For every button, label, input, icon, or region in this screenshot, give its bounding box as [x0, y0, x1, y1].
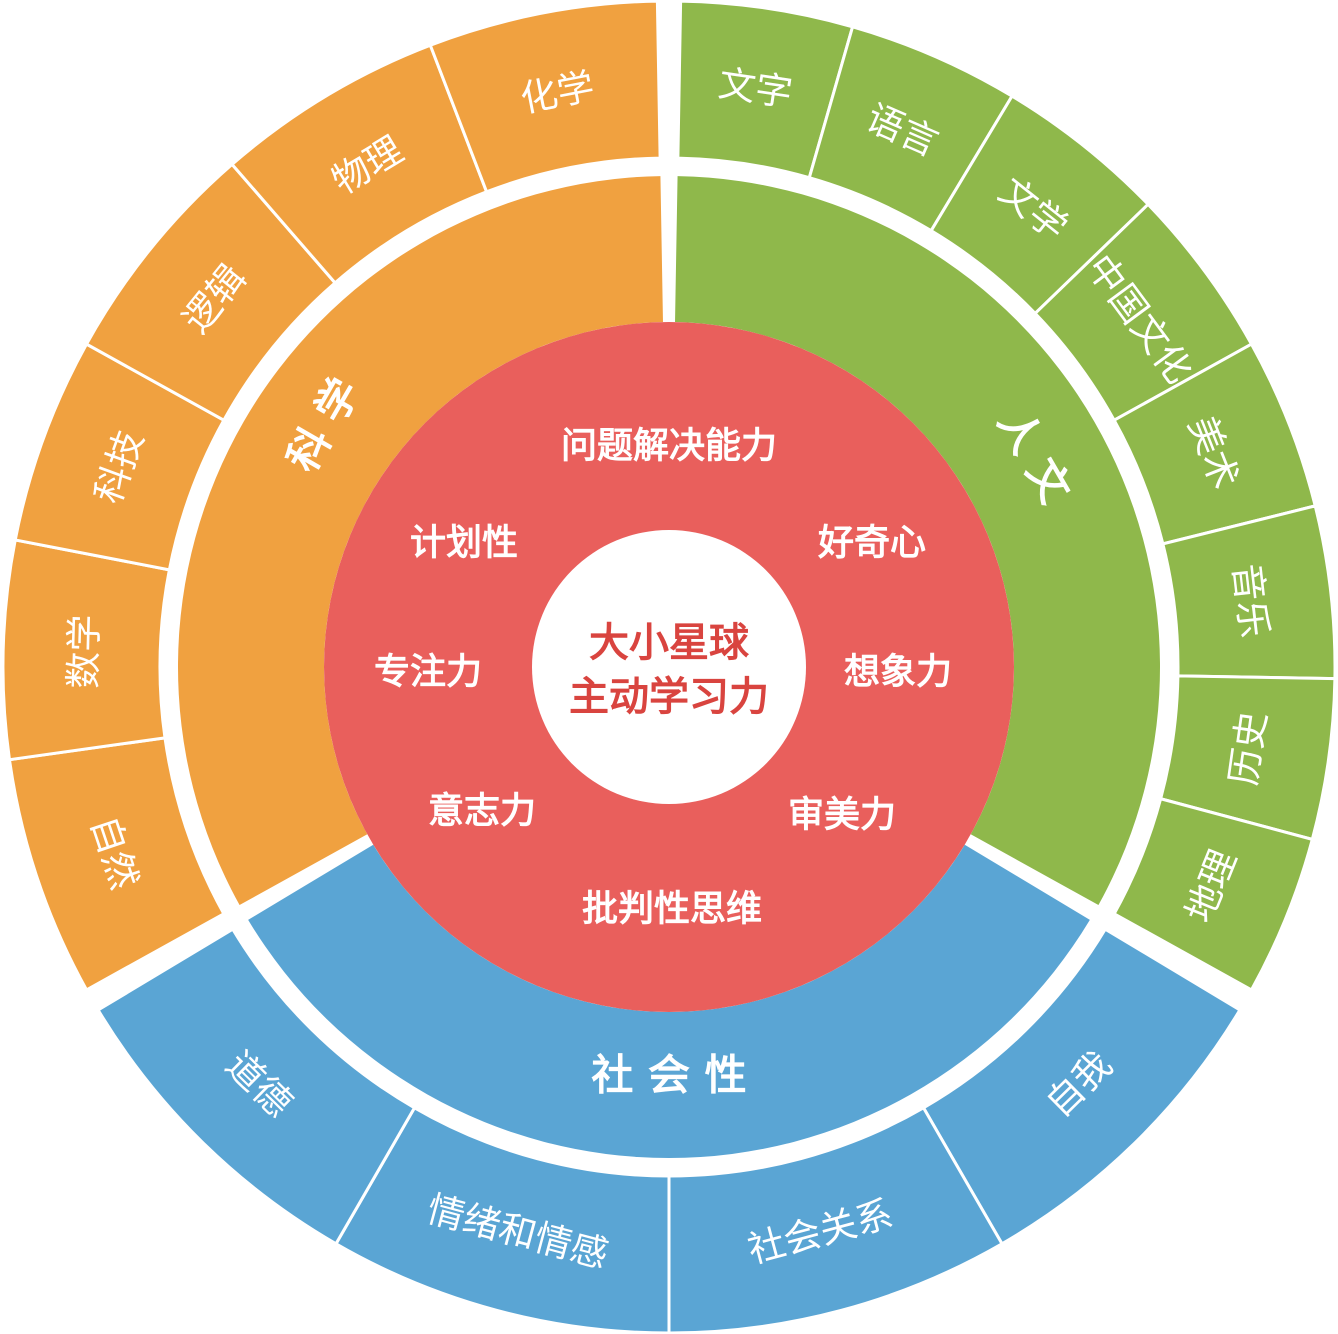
- center-hub: 大小星球 主动学习力: [532, 530, 806, 804]
- domain-sector-humanities: [675, 176, 1161, 906]
- subject-segment: [96, 927, 417, 1246]
- core-ability-label: 专注力: [374, 652, 482, 693]
- subject-label: 数学: [62, 614, 107, 689]
- domain-ring: 科 学人 文社 会 性: [177, 176, 1161, 1159]
- subject-label: 音乐: [1225, 562, 1276, 640]
- core-ability-label: 想象力: [844, 652, 952, 693]
- subject-segment: [1112, 796, 1315, 992]
- domain-sector-social: [248, 844, 1090, 1159]
- core-ability-label: 审美力: [788, 795, 896, 836]
- domain-sector-science: [177, 176, 663, 906]
- core-ability-label: 批判性思维: [582, 889, 762, 930]
- subject-label: 历史: [1222, 709, 1275, 788]
- core-ability-label: 意志力: [428, 791, 536, 832]
- center-circle: [532, 530, 806, 804]
- core-ability-label: 好奇心: [817, 523, 926, 564]
- subject-segment: [428, 0, 662, 194]
- center-title-line1: 大小星球: [589, 620, 750, 666]
- center-title-line2: 主动学习力: [569, 674, 769, 720]
- core-ability-label: 问题解决能力: [561, 426, 777, 467]
- domain-label-social: 社 会 性: [591, 1051, 746, 1100]
- core-ability-label: 计划性: [410, 523, 518, 564]
